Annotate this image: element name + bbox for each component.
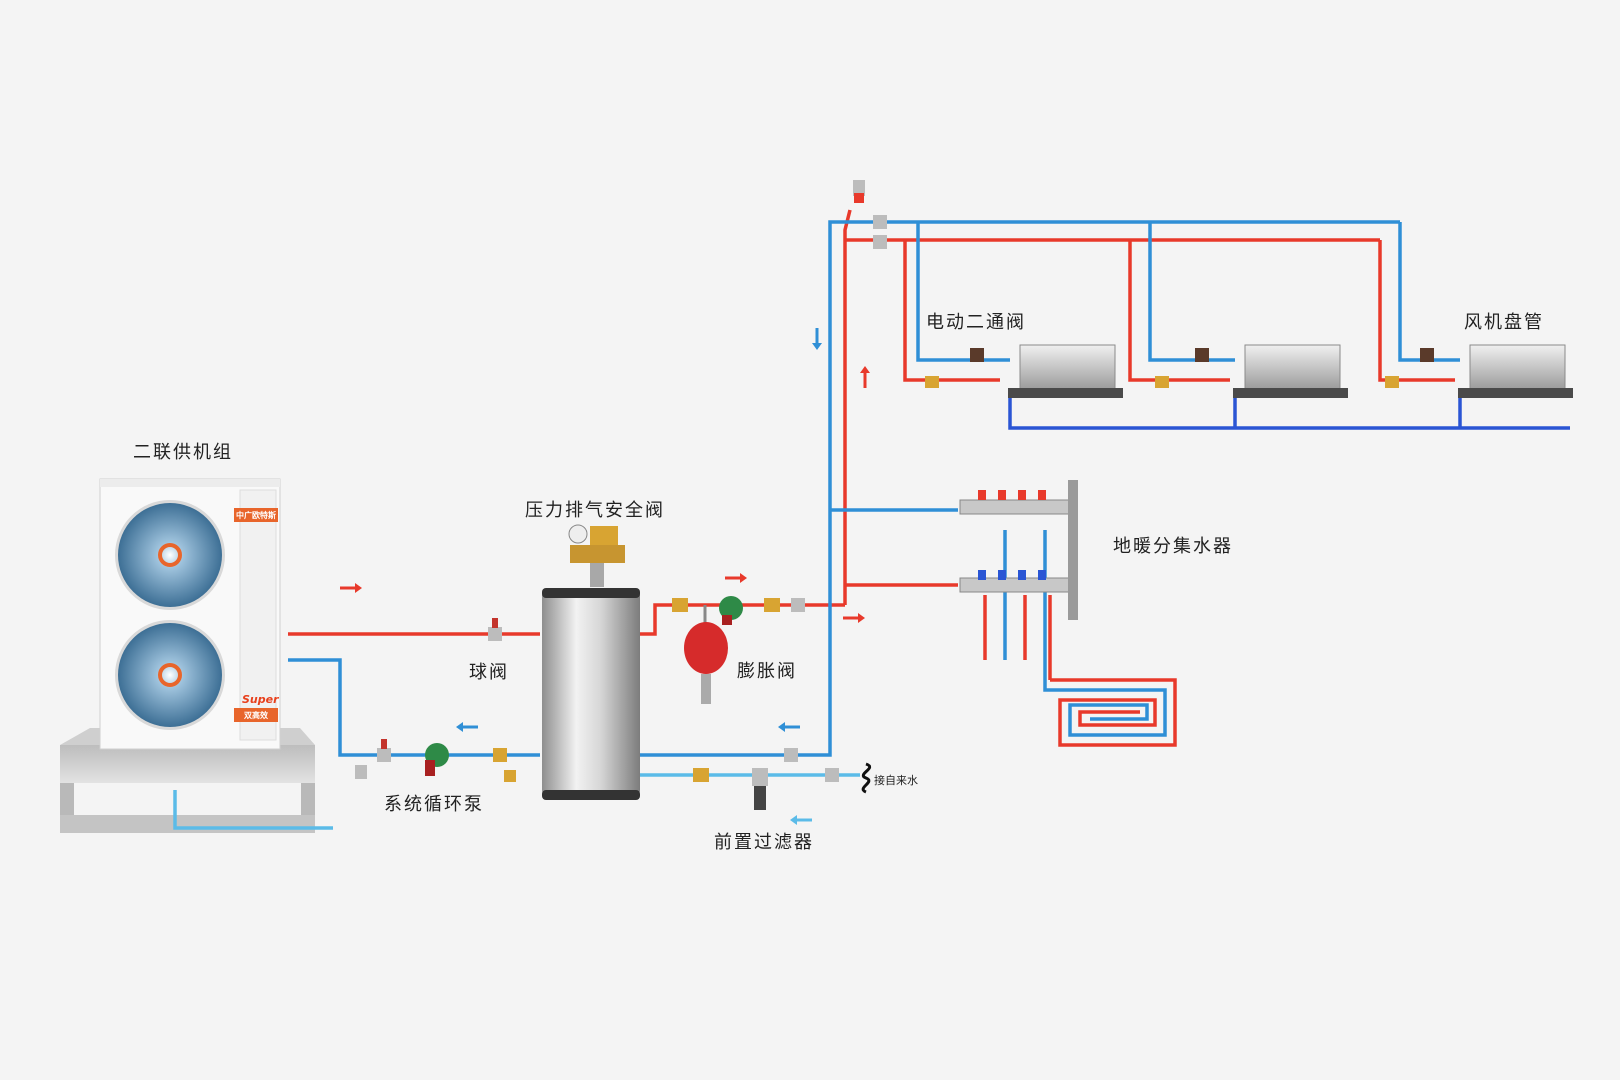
valve-icon[interactable] [377,739,391,762]
buffer-tank [542,588,640,800]
valve-icon[interactable] [672,598,688,612]
fan-coil-unit [1155,344,1348,398]
fan-icon [115,500,225,610]
flow-arrow-icon [340,583,362,593]
hot-water-pipes [288,209,1455,680]
valve-icon[interactable] [873,235,887,249]
flow-arrow-icon [860,366,870,388]
unit-efficiency-badge: 双高效 [244,711,268,720]
pre-filter-label: 前置过滤器 [714,832,814,853]
pump-icon[interactable] [719,596,743,625]
flow-arrow-icon [456,722,478,732]
valve-icon[interactable] [825,768,839,782]
valve-icon[interactable] [693,768,709,782]
outdoor-unit-label: 二联供机组 [133,442,233,463]
valve-icon[interactable] [493,748,507,762]
valve-icon[interactable] [488,618,502,641]
return-water-pipes [288,220,1460,757]
efficiency-badge [234,708,278,722]
flow-arrow-icon [812,328,822,350]
fan-coil-label: 风机盘管 [1464,312,1544,333]
tap-water-label: 接自来水 [874,774,918,787]
fan-icon [115,620,225,730]
flow-arrow-icon [725,573,747,583]
floor-heating-manifold [959,480,1078,620]
flow-arrow-icon [790,815,812,825]
fan-coil-unit [925,344,1123,398]
floor-heating-coil [1043,660,1177,747]
two-way-valve-label: 电动二通阀 [926,312,1026,333]
valve-icon[interactable] [791,598,805,612]
unit-brand-logo: 中广欧特斯 [236,511,276,520]
floor-manifold-label: 地暖分集水器 [1113,536,1233,557]
expansion-valve-label: 膨胀阀 [737,661,797,682]
coil-return-pipe [1008,395,1570,430]
expansion-tank [684,605,728,704]
circulation-pump-label: 系统循环泵 [384,794,484,815]
pre-filter-body[interactable] [752,768,768,810]
pressure-safety-valve[interactable] [568,524,625,587]
flow-arrow-icon [843,613,865,623]
unit-series-label: Super [242,693,279,706]
pump-icon[interactable] [425,743,449,776]
flow-arrow-icon [778,722,800,732]
valve-icon[interactable] [355,765,367,779]
brand-logo-plate [234,508,278,522]
valve-icon[interactable] [784,748,798,762]
ball-valve-label: 球阀 [469,662,509,683]
water-source-icon [861,762,872,794]
safety-valve-label: 压力排气安全阀 [525,500,665,521]
tap-water-pipes [173,773,860,830]
outdoor-unit [99,478,281,750]
fan-coil-unit [1385,344,1573,398]
valve-icon[interactable] [504,770,516,782]
valve-icon[interactable] [873,215,887,229]
valve-icon[interactable] [853,180,865,203]
valve-icon[interactable] [764,598,780,612]
